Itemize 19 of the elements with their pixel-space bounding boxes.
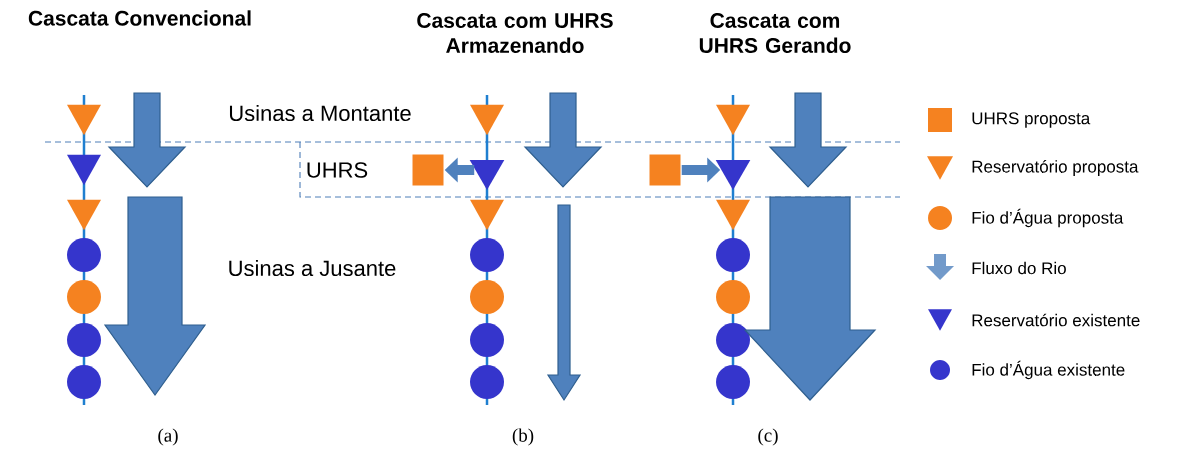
uhrs-square (412, 154, 444, 186)
legend-label: Fio d’Água existente (972, 360, 1125, 380)
reservoir-triangle (715, 160, 751, 190)
legend-label: Fluxo do Rio (972, 261, 1066, 275)
section-label: Usinas a Montante (230, 104, 411, 122)
caption: (c) (758, 428, 778, 446)
title: Cascata com UHRS Gerando (699, 13, 851, 53)
legend-label: Fio d’Água proposta (972, 208, 1124, 228)
caption: (a) (158, 428, 178, 446)
legend-label: UHRS proposta (972, 112, 1091, 128)
section-label: UHRS (307, 162, 368, 178)
reservoir-triangle (469, 160, 505, 190)
title: Cascata com UHRS Armazenando (417, 13, 613, 53)
uhrs-square (649, 154, 681, 186)
section-label: Usinas a Jusante (229, 259, 396, 277)
legend-label: Reservatório existente (972, 313, 1140, 327)
legend-label: Reservatório proposta (972, 160, 1139, 177)
caption: (b) (512, 428, 534, 446)
title: Cascata Convencional (28, 10, 251, 26)
